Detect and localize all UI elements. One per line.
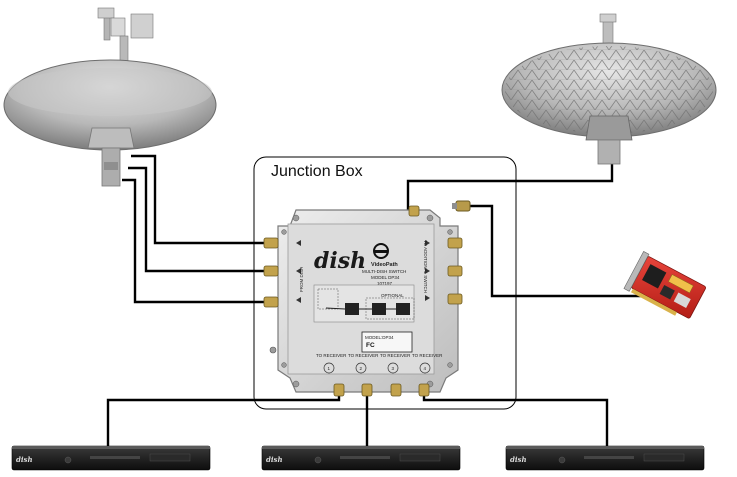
receiver-1: dish xyxy=(11,445,211,471)
junction-box: Junction Box xyxy=(253,156,517,410)
receiver-1-brand: dish xyxy=(16,455,33,464)
switch-model-box-code: FC xyxy=(366,342,375,349)
receiver-port-label-4: TO RECEIVER xyxy=(412,353,443,358)
switch-product-line: VideoPath xyxy=(371,262,398,268)
switch-optional-label: OPTIONAL xyxy=(381,293,404,298)
multi-dish-switch: FROM DISH TO ADDITIONAL SWITCH dish Vide… xyxy=(263,205,463,397)
switch-left-label: FROM DISH xyxy=(299,267,304,292)
switch-model-line: MODEL DP34 xyxy=(371,275,400,280)
receiver-port-labels: TO RECEIVER TO RECEIVER TO RECEIVER TO R… xyxy=(316,353,443,374)
switch-model-box-label: MODEL:DP34 xyxy=(365,335,394,340)
switch-brand-logo: dish xyxy=(314,248,366,274)
receiver-3: dish xyxy=(505,445,705,471)
cable-dish1-port2 xyxy=(128,166,270,273)
receiver-port-label-1: TO RECEIVER xyxy=(316,353,347,358)
satellite-dish-right xyxy=(501,13,717,165)
receiver-port-label-3: TO RECEIVER xyxy=(380,353,411,358)
cable-dish1-port3 xyxy=(122,178,270,304)
receiver-port-number-3: 3 xyxy=(392,366,395,371)
receiver-2: dish xyxy=(261,445,461,471)
switch-model-plate: MODEL:DP34 FC xyxy=(361,331,413,353)
pci-tuner-card xyxy=(623,251,706,319)
switch-right-label: TO ADDITIONAL SWITCH xyxy=(423,240,428,293)
cable-dish2-switch xyxy=(406,160,614,212)
videopath-logo-icon xyxy=(373,243,389,259)
cable-switch-pci-card xyxy=(470,204,660,298)
switch-receiver-ports xyxy=(333,383,430,397)
switch-wiring-schematic: OPTIONAL xyxy=(313,284,415,323)
receiver-port-number-2: 2 xyxy=(360,366,363,371)
receiver-port-number-1: 1 xyxy=(328,366,331,371)
switch-expansion-ports xyxy=(447,237,463,305)
receiver-2-brand: dish xyxy=(266,455,283,464)
receiver-port-number-4: 4 xyxy=(424,366,427,371)
junction-box-title: Junction Box xyxy=(271,163,363,180)
cable-receiver1 xyxy=(106,392,341,446)
cable-dish1-port1 xyxy=(131,154,270,245)
satellite-dish-left xyxy=(3,7,217,187)
switch-product-name: MULTI-DISH SWITCH xyxy=(362,269,406,274)
receiver-port-label-2: TO RECEIVER xyxy=(348,353,379,358)
coax-connector xyxy=(452,200,471,212)
receiver-3-brand: dish xyxy=(510,455,527,464)
switch-input-ports xyxy=(263,237,279,308)
junction-box-frame xyxy=(253,156,517,410)
cable-receiver3 xyxy=(422,392,609,446)
switch-part-number: 107197 xyxy=(377,281,393,286)
